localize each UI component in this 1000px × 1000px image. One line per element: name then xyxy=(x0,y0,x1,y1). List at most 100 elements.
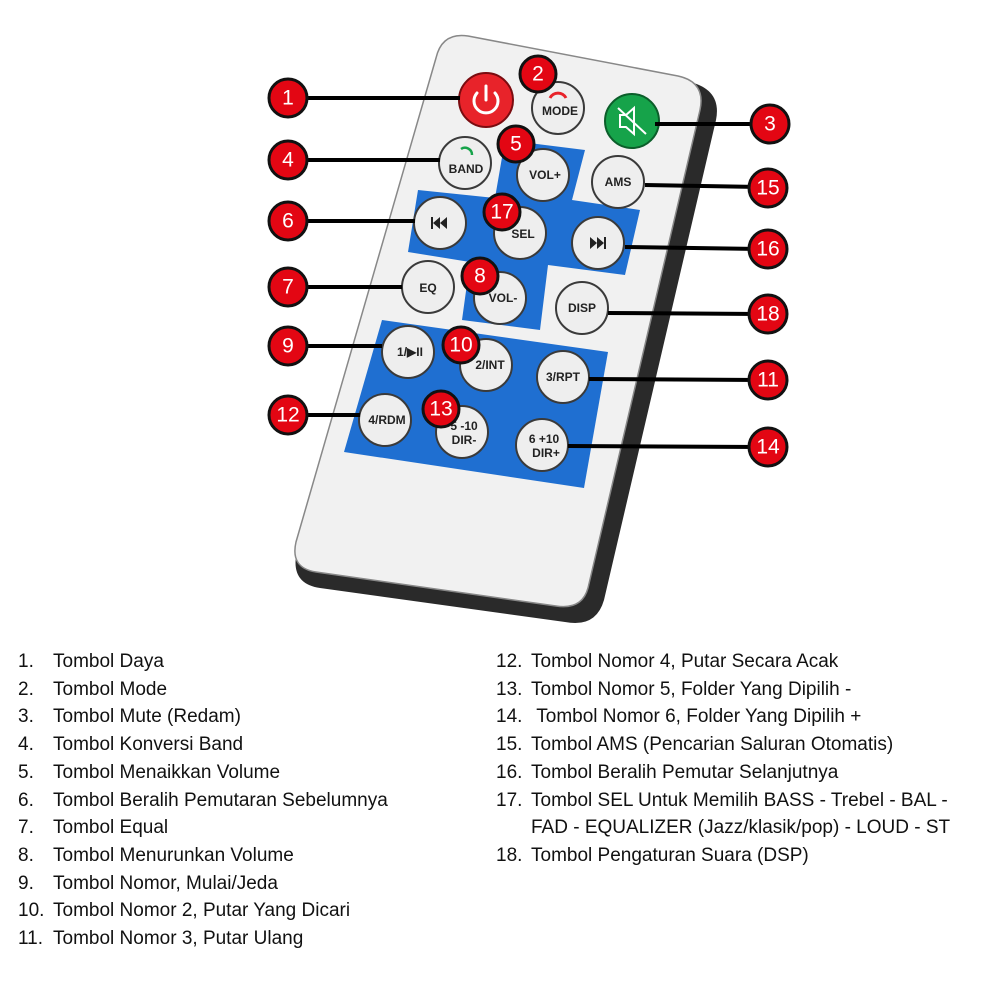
mute-button[interactable] xyxy=(604,93,660,149)
svg-text:11: 11 xyxy=(757,369,779,392)
callout-5: 5 xyxy=(496,124,536,164)
legend-text: Tombol Nomor 2, Putar Yang Dicari xyxy=(53,900,351,922)
power-icon xyxy=(472,84,500,115)
legend-item: 15. Tombol AMS (Pencarian Saluran Otomati… xyxy=(496,731,986,759)
legend-number: 11. xyxy=(18,928,44,950)
legend-text: Tombol Pengaturan Suara (DSP) xyxy=(531,844,809,866)
power-button[interactable] xyxy=(458,72,514,128)
legend-text: Tombol Mode xyxy=(53,678,168,700)
button-1-play-pause[interactable]: 1/▶II xyxy=(381,325,435,379)
legend-text: Tombol Nomor 3, Putar Ulang xyxy=(53,928,304,950)
disp-button[interactable]: DISP xyxy=(555,281,609,335)
svg-text:1: 1 xyxy=(282,87,294,110)
ams-button[interactable]: AMS xyxy=(591,155,645,209)
legend-text: Tombol Menaikkan Volume xyxy=(53,761,281,783)
legend-left: 1. Tombol Daya 2. Tombol Mode 3.Tombol Mute … xyxy=(18,648,388,953)
svg-text:7: 7 xyxy=(282,276,294,299)
legend-item: 12. Tombol Nomor 4, Putar Secara Acak xyxy=(496,648,986,676)
ams-label: AMS xyxy=(605,175,632,189)
legend-number: 13. xyxy=(496,678,523,700)
legend-text: Tombol Equal xyxy=(53,817,169,839)
legend-item: 8. Tombol Menurunkan Volume xyxy=(18,842,388,870)
callout-4: 4 xyxy=(267,139,309,181)
callout-8: 8 xyxy=(460,256,500,296)
legend-number: 15. xyxy=(496,734,523,756)
legend-number: 9. xyxy=(18,872,34,894)
svg-text:18: 18 xyxy=(756,303,779,326)
svg-text:15: 15 xyxy=(756,177,779,200)
svg-text:16: 16 xyxy=(756,238,779,261)
legend-text: Tombol AMS (Pencarian Saluran Otomatis) xyxy=(531,734,894,756)
eq-button[interactable]: EQ xyxy=(401,260,455,314)
legend-item: 6. Tombol Beralih Pemutaran Sebelumnya xyxy=(18,787,388,815)
skip-next-icon xyxy=(590,237,606,249)
button-3-label: 3/RPT xyxy=(546,370,581,384)
vol-up-label: VOL+ xyxy=(529,168,561,182)
callout-3: 3 xyxy=(749,103,791,145)
button-1-label: 1/▶II xyxy=(397,345,423,359)
svg-text:9: 9 xyxy=(282,335,294,358)
svg-text:13: 13 xyxy=(429,398,452,421)
legend-number: 1. xyxy=(18,651,34,672)
legend-number: 17. xyxy=(496,789,523,811)
legend-number: 6. xyxy=(18,789,34,811)
callout-15: 15 xyxy=(747,167,789,209)
callout-17: 17 xyxy=(482,192,522,232)
legend-number: 4. xyxy=(18,734,34,756)
svg-text:2: 2 xyxy=(532,63,544,86)
legend-item: 4. Tombol Konversi Band xyxy=(18,731,388,759)
svg-text:8: 8 xyxy=(474,265,486,288)
next-button[interactable] xyxy=(571,216,625,270)
legend-right: 12. Tombol Nomor 4, Putar Secara Acak 13. T… xyxy=(496,648,986,870)
button-4-rdm[interactable]: 4/RDM xyxy=(358,393,412,447)
vol-down-label: VOL- xyxy=(489,291,518,305)
callout-16: 16 xyxy=(747,228,789,270)
svg-text:14: 14 xyxy=(756,436,780,459)
band-label: BAND xyxy=(449,162,484,176)
button-3-rpt[interactable]: 3/RPT xyxy=(536,350,590,404)
svg-text:17: 17 xyxy=(490,201,513,224)
svg-text:12: 12 xyxy=(276,404,299,427)
legend-number: 5. xyxy=(18,761,34,783)
legend-number: 8. xyxy=(18,844,34,866)
callout-13: 13 xyxy=(421,389,461,429)
skip-previous-icon xyxy=(431,217,447,229)
button-6-label-bottom: DIR+ xyxy=(532,446,560,460)
svg-text:5: 5 xyxy=(510,133,522,156)
prev-button[interactable] xyxy=(413,196,467,250)
callout-9: 9 xyxy=(267,325,309,367)
mode-label: MODE xyxy=(542,104,578,118)
band-button[interactable]: BAND xyxy=(438,136,492,190)
mode-button[interactable]: MODE xyxy=(531,81,585,135)
legend-text: Tombol Nomor 6, Folder Yang Dipilih + xyxy=(531,706,862,728)
legend-text: Tombol SEL Untuk Memilih BASS - Trebel -… xyxy=(531,789,954,839)
button-5-label-top: 5 -10 xyxy=(450,419,478,433)
button-2-label: 2/INT xyxy=(475,358,505,372)
legend-text: Tombol Nomor 5, Folder Yang Dipilih - xyxy=(531,678,852,700)
legend-item: 16.Tombol Beralih Pemutar Selanjutnya xyxy=(496,759,986,787)
callout-12: 12 xyxy=(267,394,309,436)
legend-text: Tombol Nomor 4, Putar Secara Acak xyxy=(531,651,839,672)
legend-text: Tombol Daya xyxy=(53,651,164,672)
legend-item: 3.Tombol Mute (Redam) xyxy=(18,703,388,731)
legend-item: 5. Tombol Menaikkan Volume xyxy=(18,759,388,787)
legend-text: Tombol Menurunkan Volume xyxy=(53,844,294,866)
eq-label: EQ xyxy=(419,281,436,295)
legend-text: Tombol Beralih Pemutaran Sebelumnya xyxy=(53,789,388,811)
legend-number: 2. xyxy=(18,678,34,700)
legend-item: 11. Tombol Nomor 3, Putar Ulang xyxy=(18,925,388,953)
callout-2: 2 xyxy=(518,54,558,94)
legend-number: 14. xyxy=(496,706,523,728)
sel-label: SEL xyxy=(511,227,534,241)
legend-number: 10. xyxy=(18,900,45,922)
legend-text: Tombol Nomor, Mulai/Jeda xyxy=(53,872,278,894)
button-5-label-bottom: DIR- xyxy=(452,433,477,447)
disp-label: DISP xyxy=(568,301,596,315)
vol-up-button[interactable]: VOL+ xyxy=(516,148,570,202)
legend-item: 2. Tombol Mode xyxy=(18,676,388,704)
button-6-dir-up[interactable]: 6 +10 DIR+ xyxy=(515,418,569,472)
legend-number: 7. xyxy=(18,817,34,839)
legend-text: Tombol Konversi Band xyxy=(53,734,244,756)
callout-14: 14 xyxy=(747,426,789,468)
legend-number: 12. xyxy=(496,651,523,672)
